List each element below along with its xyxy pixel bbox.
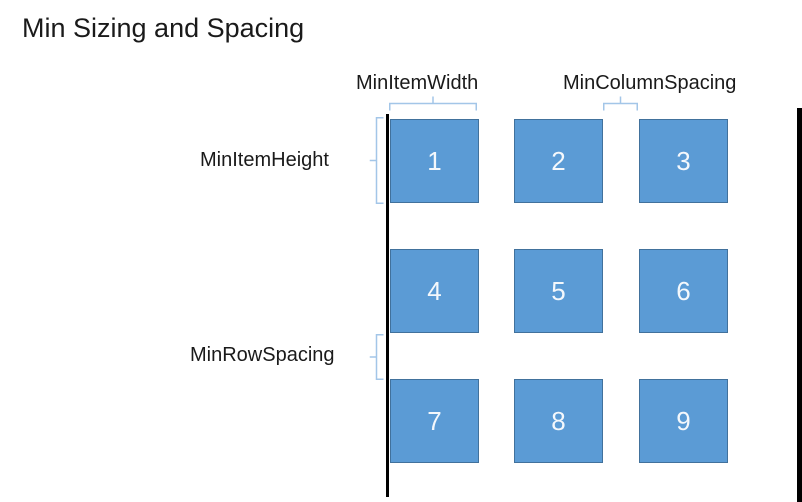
min-item-height-brace-icon <box>369 117 384 204</box>
grid-item-number: 1 <box>427 145 442 176</box>
min-item-width-brace-icon <box>389 96 477 111</box>
grid-item: 8 <box>514 379 603 463</box>
grid-item-number: 8 <box>551 405 566 436</box>
grid-item-number: 2 <box>551 145 566 176</box>
grid-item: 4 <box>390 249 479 333</box>
min-row-spacing-brace-icon <box>369 334 384 380</box>
label-min-item-height: MinItemHeight <box>200 149 329 171</box>
grid-item: 9 <box>639 379 728 463</box>
grid-item: 2 <box>514 119 603 203</box>
page-title: Min Sizing and Spacing <box>22 13 305 43</box>
grid-item-number: 4 <box>427 275 442 306</box>
grid-item-number: 7 <box>427 405 442 436</box>
grid-item: 6 <box>639 249 728 333</box>
grid-item-number: 3 <box>676 145 691 176</box>
grid-item: 3 <box>639 119 728 203</box>
min-column-spacing-brace-icon <box>603 96 638 111</box>
grid-item-number: 6 <box>676 275 691 306</box>
label-min-item-width: MinItemWidth <box>356 72 479 94</box>
left-edge-guide-line <box>386 114 389 497</box>
right-edge-guide-line <box>797 108 802 502</box>
grid-item-number: 5 <box>551 275 566 306</box>
grid-item-number: 9 <box>676 405 691 436</box>
label-min-column-spacing: MinColumnSpacing <box>563 72 737 94</box>
grid-item: 7 <box>390 379 479 463</box>
label-min-row-spacing: MinRowSpacing <box>190 344 335 366</box>
grid-item: 1 <box>390 119 479 203</box>
grid-item: 5 <box>514 249 603 333</box>
